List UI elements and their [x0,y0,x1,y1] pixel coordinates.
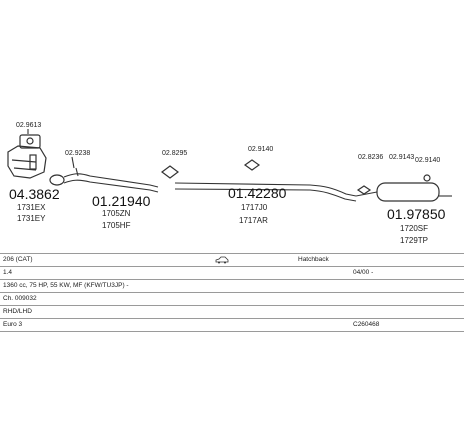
front-pipe-drawing [49,167,159,193]
part-number-4: 01.97850 [387,206,446,222]
info-row-emission: Euro 3 C260468 [0,318,464,332]
info-row-model: 206 (CAT) Hatchback [0,253,464,266]
flange-hole-icon [26,137,34,145]
part-number-1: 04.3862 [9,186,60,202]
clamp-icon [161,165,179,179]
catalytic-converter-drawing [7,134,47,179]
info-row-engine: 1.4 04/00 - [0,266,464,279]
alt-code-3b: 1717AR [239,216,268,225]
alt-code-1a: 1731EX [17,203,46,212]
alt-code-3a: 1717J0 [241,203,268,212]
engine-details: 1360 cc, 75 HP, 55 KW, MF (KFW/TU3JP) - [3,282,129,289]
emission-standard: Euro 3 [3,321,23,328]
part-number-3: 01.42280 [228,185,287,201]
production-date: 04/00 - [353,269,374,276]
car-icon [215,256,229,269]
alt-code-2b: 1705HF [102,221,131,230]
clamp-label-1: 02.9613 [16,122,41,129]
chassis-number: Ch. 009032 [3,295,37,302]
rubber-mount-icon [423,174,431,182]
drive-side: RHD/LHD [3,308,32,315]
hanger-icon [356,185,372,195]
sensor-icon [29,154,37,170]
clamp-label-3a: 02.8295 [162,150,187,157]
clamp-label-3b: 02.9140 [248,146,273,153]
part-number-2: 01.21940 [92,193,151,209]
engine-size: 1.4 [3,269,13,276]
centre-pipe-drawing [161,159,357,202]
clamp-label-2: 02.9238 [65,150,90,157]
exhaust-diagram: 02.9613 04.3862 1731EX 1731EY 02.9238 01… [7,122,452,245]
rear-silencer-drawing [355,174,452,202]
gasket-icon [49,174,65,186]
info-row-details: 1360 cc, 75 HP, 55 KW, MF (KFW/TU3JP) - [0,279,464,292]
vehicle-model: 206 (CAT) [3,256,33,263]
alt-code-1b: 1731EY [17,214,46,223]
clamp-label-4b: 02.9143 [389,154,414,161]
vehicle-info-table: 206 (CAT) Hatchback 1.4 04/00 - 1360 cc,… [0,253,464,332]
silencer-body-icon [376,182,440,202]
clamp-icon-2 [243,159,261,171]
info-row-chassis: Ch. 009032 [0,292,464,305]
body-type: Hatchback [298,256,329,263]
clamp-label-4a: 02.8236 [358,154,383,161]
catalog-code: C260468 [353,321,380,328]
flange-icon [19,134,41,149]
alt-code-4b: 1729TP [400,236,428,245]
clamp-label-4c: 02.9140 [415,157,440,164]
alt-code-4a: 1720SF [400,224,428,233]
converter-body-icon [7,145,47,179]
alt-code-2a: 1705ZN [102,209,131,218]
info-row-rhd: RHD/LHD [0,305,464,318]
